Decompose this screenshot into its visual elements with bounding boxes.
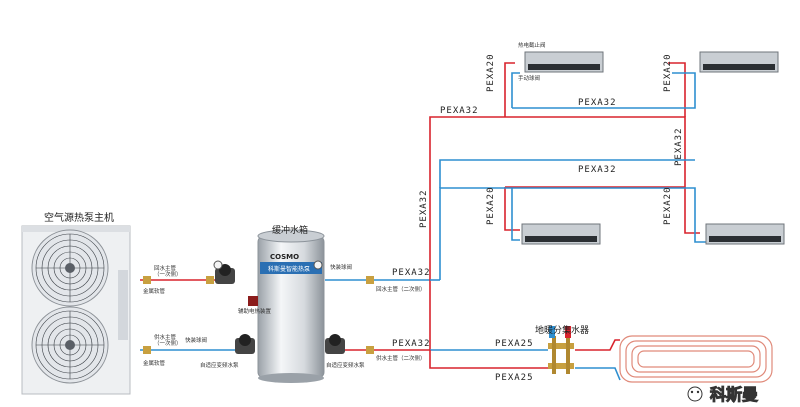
return-main-primary-label: 回水主管（一次侧）	[154, 264, 182, 278]
return-upper-join	[439, 159, 695, 188]
return-main-secondary-label: 回水主管（二次侧）	[376, 285, 426, 293]
supply-main-primary-label: 供水主管（一次侧）	[154, 333, 182, 347]
supply-to-top-left	[504, 62, 515, 117]
manifold-to-coil-return	[575, 367, 621, 381]
pipe-label: PEXA32	[419, 189, 429, 228]
pipe-label: PEXA25	[495, 373, 534, 383]
pipe-size-labels: PEXA32 PEXA32 PEXA32 PEXA32 PEXA32 PEXA2…	[392, 53, 684, 383]
supply-to-bottom-left	[504, 187, 520, 231]
buffer-tank	[257, 229, 325, 383]
floor-heating-coil	[619, 335, 773, 383]
metal-hose-bottom-label: 金属软管	[143, 359, 166, 367]
brand-logo: COSMO	[270, 253, 299, 261]
fan-bottom-icon	[31, 306, 109, 384]
watermark-text: 科斯曼	[710, 385, 758, 404]
return-bottom-left	[511, 188, 520, 241]
pipe-label: PEXA20	[486, 186, 496, 225]
adaptive-pump-right-label: 自适应变频水泵	[326, 361, 365, 369]
pipe-label: PEXA32	[440, 106, 479, 116]
fast-ball-valve-bottom-label: 快装球阀	[185, 336, 207, 344]
pipe-label: PEXA20	[486, 53, 496, 92]
pipe-label: PEXA32	[578, 165, 617, 175]
floor-manifold	[548, 326, 574, 374]
fan-coil-bottom-right-icon	[705, 223, 785, 245]
floor-return-pipe	[429, 350, 548, 369]
manifold-to-coil-supply	[575, 339, 620, 351]
tank-band-text: 科斯曼智能热泵	[268, 265, 310, 273]
heat-pump-title: 空气源热泵主机	[44, 211, 114, 224]
pipe-label: PEXA32	[674, 127, 684, 166]
pipe-label: PEXA25	[495, 339, 534, 349]
fan-coil-bottom-left-icon	[521, 223, 601, 245]
component-annotations: 热电截止阀 手动球阀 回水主管（一次侧） 供水主管（一次侧） 金属软管 金属软管…	[143, 41, 546, 369]
fan-top-icon	[31, 229, 109, 307]
fan-coil-top-left-icon	[524, 51, 604, 73]
fan-coil-top-right-icon	[699, 51, 779, 73]
pump-left-bottom-icon	[235, 334, 255, 354]
heat-pump-unit	[21, 225, 131, 395]
title-labels: 空气源热泵主机 缓冲水箱 地暖分集水器 COSMO 科斯曼智能热泵	[44, 211, 589, 336]
electric-valve-label: 热电截止阀	[518, 41, 546, 49]
supply-to-top-right	[668, 62, 686, 117]
pipe-network	[140, 62, 710, 381]
pressure-gauge-icons	[213, 260, 323, 270]
pump-right-bottom-icon	[325, 334, 345, 354]
pipe-label: PEXA32	[392, 268, 431, 278]
supply-main-secondary-label: 供水主管（二次侧）	[376, 354, 426, 362]
manifold-title: 地暖分集水器	[535, 324, 589, 336]
return-upper-branch	[512, 72, 696, 109]
ball-valve-icons	[143, 276, 374, 354]
aux-heater-icon	[248, 296, 258, 306]
metal-hose-top-label: 金属软管	[143, 287, 166, 295]
pipe-label: PEXA20	[663, 186, 673, 225]
buffer-tank-title: 缓冲水箱	[272, 224, 308, 236]
manual-ball-valve-label: 手动球阀	[518, 74, 540, 82]
valves-and-pumps	[143, 260, 374, 354]
adaptive-pump-left-label: 自适应变频水泵	[200, 361, 239, 369]
fast-ball-valve-top-label: 快装球阀	[330, 263, 352, 271]
pipe-label: PEXA20	[663, 53, 673, 92]
fan-coil-units	[521, 51, 785, 245]
return-upper-left	[511, 72, 520, 108]
supply-to-bottom-right	[684, 187, 700, 234]
pipe-label: PEXA32	[578, 98, 617, 108]
aux-heating-label: 辅助电热装置	[238, 307, 272, 315]
pipe-label: PEXA32	[392, 339, 431, 349]
main-return-riser	[439, 187, 710, 280]
watermark: 科斯曼	[687, 385, 759, 405]
